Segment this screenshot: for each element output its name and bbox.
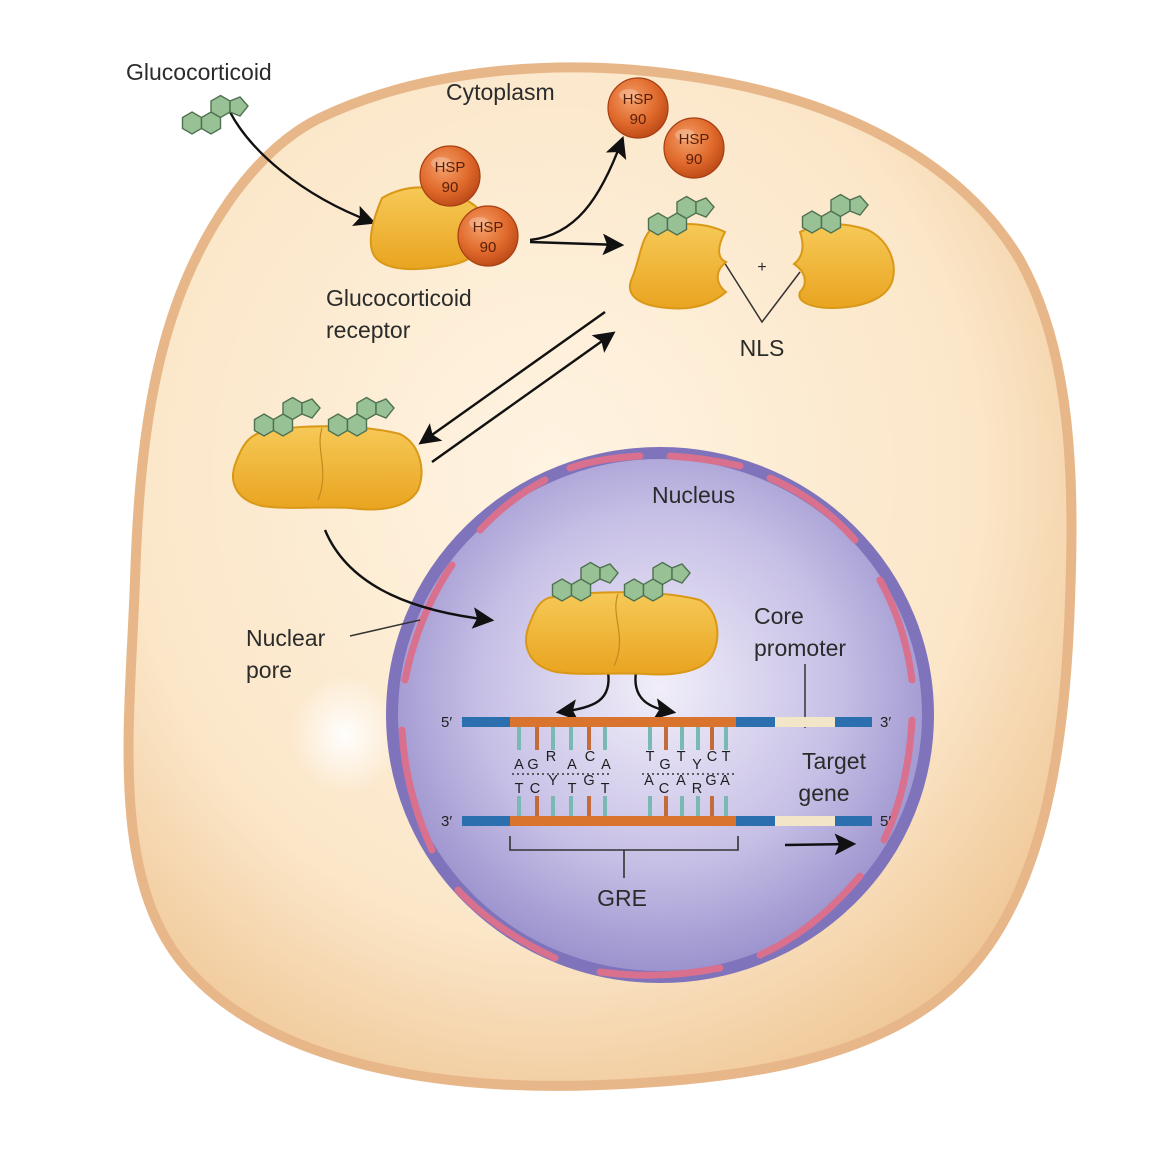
arrow-to-activated-receptor bbox=[529, 233, 625, 256]
svg-text:90: 90 bbox=[442, 179, 459, 196]
arrow-transcription bbox=[784, 833, 857, 856]
light-reflection bbox=[290, 675, 400, 795]
dna-double-helix: A G R A C A T G T Y C T T C Y T G T A C … bbox=[462, 717, 872, 878]
label-bottom-3prime: 3′ bbox=[441, 813, 452, 830]
arrow-bind-left bbox=[555, 671, 610, 721]
hsp90-released-1: HSP 90 bbox=[607, 77, 669, 139]
activated-receptor-right bbox=[792, 223, 895, 310]
label-target-gene-line2: gene bbox=[798, 780, 849, 806]
bottom-base-8: C bbox=[659, 781, 669, 797]
top-base-11: C bbox=[707, 749, 717, 765]
top-base-10: Y bbox=[692, 757, 702, 773]
svg-text:HSP: HSP bbox=[623, 91, 654, 108]
nucleus bbox=[386, 447, 934, 983]
top-base-2: G bbox=[527, 757, 538, 773]
label-bottom-5prime: 5′ bbox=[880, 813, 891, 830]
label-receptor-line1: Glucocorticoid bbox=[326, 285, 472, 311]
bottom-base-7: A bbox=[644, 773, 654, 789]
top-base-9: T bbox=[677, 749, 686, 765]
label-nuclear-pore-line2: pore bbox=[246, 657, 292, 683]
bottom-base-11: G bbox=[705, 773, 716, 789]
bottom-base-5: G bbox=[583, 773, 594, 789]
svg-text:HSP: HSP bbox=[473, 219, 504, 236]
svg-text:90: 90 bbox=[686, 151, 703, 168]
bottom-base-9: A bbox=[676, 773, 686, 789]
label-nucleus: Nucleus bbox=[652, 482, 735, 508]
label-top-5prime: 5′ bbox=[441, 714, 452, 731]
label-target-gene-line1: Target bbox=[802, 748, 867, 774]
label-nuclear-pore-line1: Nuclear bbox=[246, 625, 326, 651]
promoter-band-bottom bbox=[775, 816, 835, 826]
glucocorticoid-molecule-icon bbox=[181, 94, 249, 135]
receptor-dimer-nucleus bbox=[525, 591, 719, 676]
top-base-1: A bbox=[514, 757, 524, 773]
gre-band-top bbox=[510, 717, 736, 727]
bottom-base-6: T bbox=[601, 781, 610, 797]
arrows bbox=[228, 111, 857, 856]
label-core-promoter-line1: Core bbox=[754, 603, 804, 629]
arrow-enter-nucleus bbox=[323, 529, 495, 629]
promoter-band-top bbox=[775, 717, 835, 727]
svg-text:HSP: HSP bbox=[435, 159, 466, 176]
arrow-to-hsp-release bbox=[529, 135, 627, 242]
bottom-base-2: C bbox=[530, 781, 540, 797]
bottom-strand-bases: T C Y T G T A C A R G A bbox=[515, 773, 731, 797]
top-base-7: T bbox=[646, 749, 655, 765]
top-base-6: A bbox=[601, 757, 611, 773]
top-base-3: R bbox=[546, 749, 556, 765]
hsp90-bound-2: HSP 90 bbox=[457, 205, 519, 267]
label-cytoplasm: Cytoplasm bbox=[446, 79, 555, 105]
label-top-3prime: 3′ bbox=[880, 714, 891, 731]
arrow-hormone-to-receptor bbox=[228, 111, 377, 227]
svg-text:HSP: HSP bbox=[679, 131, 710, 148]
receptor-dimer-cytoplasm bbox=[232, 425, 423, 511]
bottom-base-10: R bbox=[692, 781, 702, 797]
svg-text:90: 90 bbox=[480, 239, 497, 256]
base-pair-rungs bbox=[517, 727, 728, 816]
bottom-base-4: T bbox=[568, 781, 577, 797]
arrow-dissociate bbox=[431, 331, 616, 463]
top-base-5: C bbox=[585, 749, 595, 765]
bottom-base-1: T bbox=[515, 781, 524, 797]
gre-bracket bbox=[509, 836, 739, 878]
arrow-dimerize bbox=[418, 311, 606, 445]
label-glucocorticoid: Glucocorticoid bbox=[126, 59, 272, 85]
label-gre: GRE bbox=[597, 885, 647, 911]
top-base-4: A bbox=[567, 757, 577, 773]
label-receptor-line2: receptor bbox=[326, 317, 411, 343]
top-base-8: G bbox=[659, 757, 670, 773]
gre-band-bottom bbox=[510, 816, 736, 826]
bottom-base-3: Y bbox=[548, 773, 558, 789]
label-nls: NLS bbox=[740, 335, 785, 361]
nls-pointer bbox=[723, 261, 801, 324]
nuclear-envelope-segments bbox=[398, 452, 916, 979]
hsp90-bound-1: HSP 90 bbox=[419, 145, 481, 207]
pointer-nuclear-pore bbox=[349, 619, 421, 637]
label-core-promoter-line2: promoter bbox=[754, 635, 846, 661]
top-base-12: T bbox=[722, 749, 731, 765]
label-plus: + bbox=[757, 259, 766, 276]
bottom-base-12: A bbox=[720, 773, 730, 789]
arrow-bind-right bbox=[634, 671, 677, 720]
svg-text:90: 90 bbox=[630, 111, 647, 128]
top-strand-bases: A G R A C A T G T Y C T bbox=[514, 749, 730, 773]
activated-receptor-left bbox=[629, 222, 728, 310]
hsp90-released-2: HSP 90 bbox=[663, 117, 725, 179]
